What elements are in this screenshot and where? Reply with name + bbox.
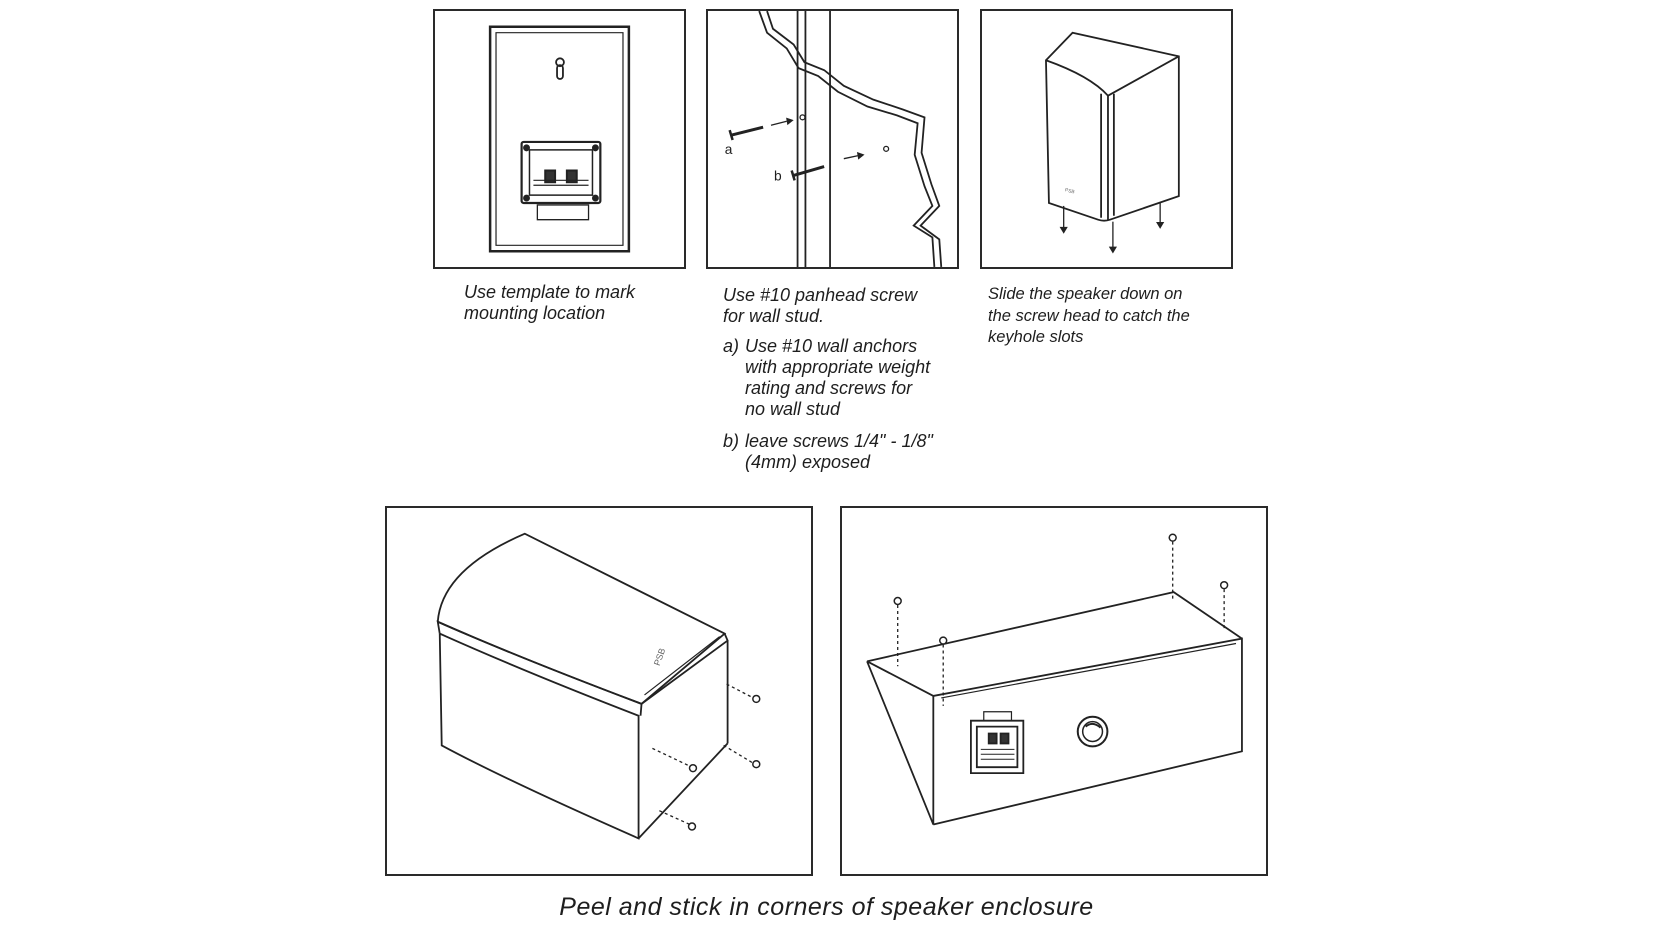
pilot-hole-b <box>884 146 889 151</box>
wall-screw-illustration: a b <box>725 11 957 267</box>
screw-a-icon <box>730 127 763 140</box>
wall-stud-lines <box>798 11 830 267</box>
bumper-pad-icon <box>898 542 1224 706</box>
slide-panel: PSB <box>980 9 1233 269</box>
speaker-logo-mark: PSB <box>652 647 668 667</box>
screw-b-icon <box>792 167 824 181</box>
screw-panel: a b <box>706 9 959 269</box>
terminal-cup-icon <box>522 142 601 220</box>
template-caption: Use template to mark mounting location <box>464 282 636 323</box>
bumper-pad-icon <box>652 684 753 824</box>
template-illustration <box>435 11 684 267</box>
speaker-side-illustration: PSB <box>387 508 811 874</box>
drywall-break-line <box>759 11 934 267</box>
bookshelf-speaker-illustration: PSB <box>982 11 1231 267</box>
center-bumper-panel <box>840 506 1268 876</box>
terminal-cup-icon <box>971 712 1023 773</box>
template-panel <box>433 9 686 269</box>
down-arrow-icon <box>1061 202 1163 252</box>
footer-caption: Peel and stick in corners of speaker enc… <box>559 893 1094 921</box>
keyhole-icon <box>556 58 564 79</box>
speaker-logo-mark: PSB <box>1064 187 1076 195</box>
side-bumper-panel: PSB <box>385 506 813 876</box>
screw-label-b: b <box>774 168 782 183</box>
screw-caption: Use #10 panhead screw for wall stud. <box>723 285 918 326</box>
keyhole-port-icon <box>1078 717 1108 747</box>
center-speaker-illustration <box>842 508 1266 874</box>
screw-label-a: a <box>725 142 733 157</box>
pilot-hole-a <box>800 115 805 120</box>
bumper-dot-icon <box>689 695 760 830</box>
bumper-dot-icon <box>894 534 1227 644</box>
slide-caption: Slide the speaker down on the screw head… <box>988 285 1190 346</box>
